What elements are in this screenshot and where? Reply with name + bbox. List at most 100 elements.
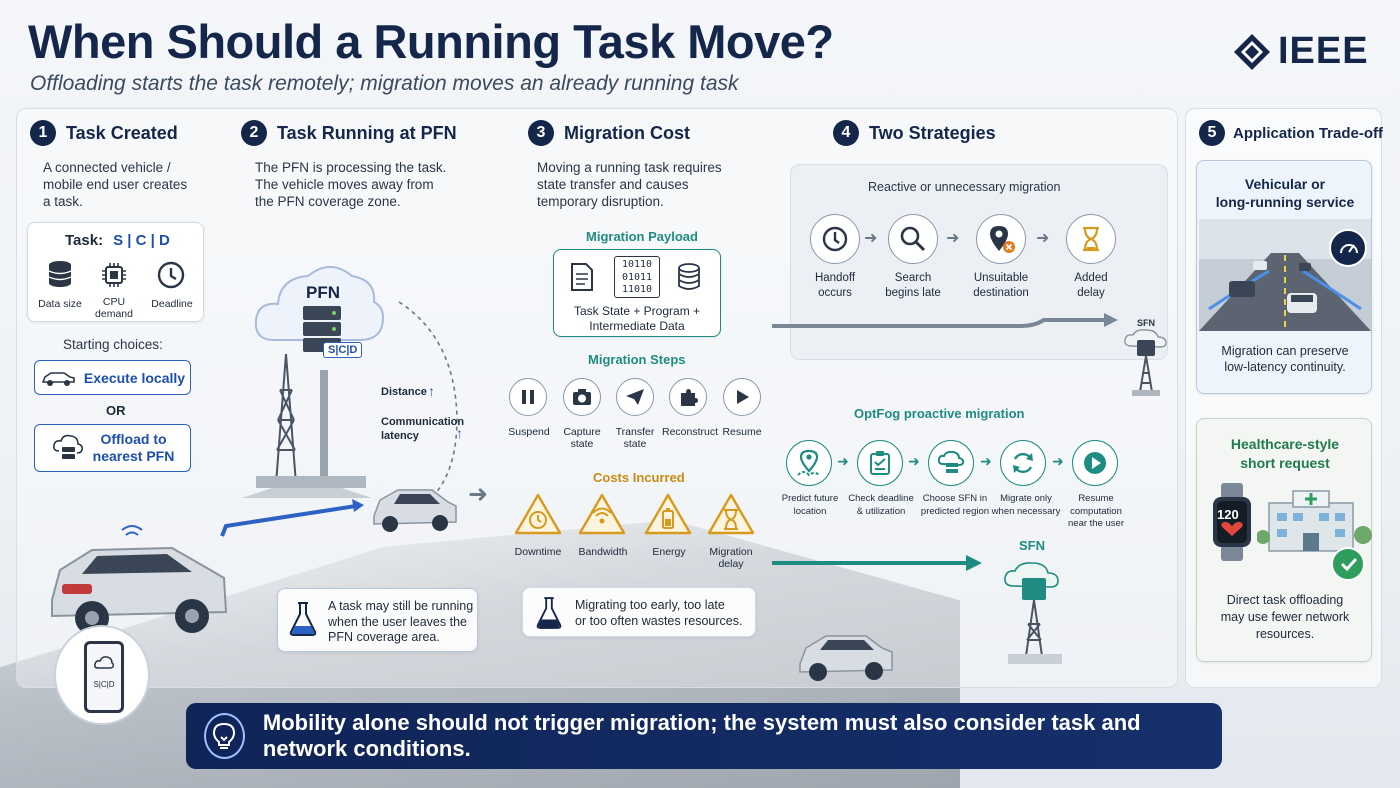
reactive-title: Reactive or unnecessary migration [868,180,1061,194]
check-deadline-icon [857,440,903,486]
optfog-path-arrow [772,555,982,571]
phone-icon: S|C|D [84,641,124,713]
arrow-icon: ➜ [1036,230,1050,247]
section-1-header: 1 Task Created [30,120,178,146]
section-5-header: 5 Application Trade-off [1199,120,1383,146]
ieee-logo-text: IEEE [1278,30,1369,72]
cost-bandwidth-label: Bandwidth [578,546,628,558]
step-reconstruct-label: Reconstruct [661,426,719,438]
arrow-icon: ➜ [946,230,960,247]
section-3-note-text: Migrating too early, too late or too oft… [575,598,743,628]
arrow-icon: ➜ [980,453,992,469]
handoff-label: Handoff occurs [814,272,856,299]
vehicular-card: Vehicular or long-running service Migrat… [1196,160,1372,394]
section-2-title: Task Running at PFN [277,122,457,143]
cost-energy-label: Energy [652,546,686,558]
latency-label: Communication latency [381,416,465,442]
resume-computation-label: Resume computation near the user [1068,493,1124,529]
distance-dashed-path [398,301,458,495]
smartwatch-icon [1213,483,1251,561]
predict-location-icon [786,440,832,486]
healthcare-title: Healthcare-style short request [1230,436,1340,471]
execute-locally-button[interactable]: Execute locally [34,360,191,395]
sfn-tower-reactive [1124,329,1167,396]
optfog-steps-row: ➜ ➜ ➜ ➜ [784,440,1144,490]
cpu-icon [102,263,126,287]
unsuitable-label: Unsuitable destination [973,272,1029,299]
vehicular-note: Migration can preserve low-latency conti… [1221,344,1349,374]
lightbulb-icon [204,713,245,759]
cost-downtime-label: Downtime [514,546,562,558]
arrow-icon: ➜ [1052,453,1064,469]
section-1-number: 1 [30,120,56,146]
energy-warning-icon [644,493,692,535]
vehicular-title: Vehicular or long-running service [1215,176,1355,210]
phone-cloud-icon [94,656,115,669]
section-2-description: The PFN is processing the task. The vehi… [255,160,447,209]
cost-migration-delay-label: Migration delay [709,546,753,570]
pfn-label: PFN [306,283,340,302]
clock-icon [157,261,185,289]
arrow-icon: ➜ [837,453,849,469]
watch-heart-rate-value: 120 [1217,507,1239,522]
moving-car-illustration [373,489,457,532]
section-3-header: 3 Migration Cost [528,120,690,146]
migrate-sync-icon [1000,440,1046,486]
section-2-next-arrow-icon: ➜ [468,481,489,508]
param-data-size: Data size [38,298,82,310]
section-4-number: 4 [833,120,859,146]
step-capture-icon [563,378,601,416]
step-transfer-icon [616,378,654,416]
hospital-illustration [1257,490,1372,552]
sfn-bottom-label: SFN [1019,538,1045,553]
downtime-warning-icon [514,493,562,535]
checkmark-icon [1331,547,1365,581]
hourglass-icon [1066,214,1116,264]
handoff-icon [810,214,860,264]
vehicle-illustration [51,525,228,635]
section-2-header: 2 Task Running at PFN [241,120,457,146]
migration-steps-row [509,378,769,422]
arrow-icon: ➜ [864,230,878,247]
step-resume-label: Resume [722,426,762,438]
flask-icon [289,602,317,636]
step-resume-icon [723,378,761,416]
section-3-note: Migrating too early, too late or too oft… [522,587,756,637]
cell-tower [242,353,372,498]
arrow-icon: ➜ [908,453,920,469]
document-icon [571,263,593,291]
offload-button[interactable]: Offload to nearest PFN [34,424,191,472]
step-capture-label: Capture state [563,426,601,450]
step-suspend-icon [509,378,547,416]
step-suspend-label: Suspend [508,426,550,438]
resume-play-icon [1072,440,1118,486]
starting-choices-label: Starting choices: [63,337,163,352]
choose-sfn-label: Choose SFN in predicted region [920,493,990,517]
step-transfer-label: Transfer state [615,426,655,450]
car-icon [41,371,75,386]
speedometer-icon [1329,229,1367,267]
database-icon [48,261,72,287]
search-late-label: Search begins late [885,272,941,299]
task-code: S | C | D [113,232,170,249]
section-3-number: 3 [528,120,554,146]
binary-data-box: 10110 01011 11010 [614,256,660,298]
section-4-header: 4 Two Strategies [833,120,996,146]
optfog-car-illustration [799,635,893,681]
payload-description: Task State + Program + Intermediate Data [573,304,701,333]
section-4-title: Two Strategies [869,122,996,143]
cloud-server-icon [52,434,83,459]
reactive-path-arrow [772,313,1118,328]
heart-icon [1221,521,1243,536]
payload-title: Migration Payload [586,229,698,244]
param-deadline: Deadline [151,298,193,310]
predict-location-label: Predict future location [781,493,839,517]
database-icon [678,263,700,290]
migration-delay-warning-icon [707,493,755,535]
migrate-necessary-label: Migrate only when necessary [991,493,1061,517]
conclusion-banner: Mobility alone should not trigger migrat… [186,703,1222,769]
param-cpu-demand: CPU demand [95,296,133,320]
conclusion-text: Mobility alone should not trigger migrat… [262,710,1141,761]
or-label: OR [106,403,126,418]
distance-label: Distance [381,386,427,398]
